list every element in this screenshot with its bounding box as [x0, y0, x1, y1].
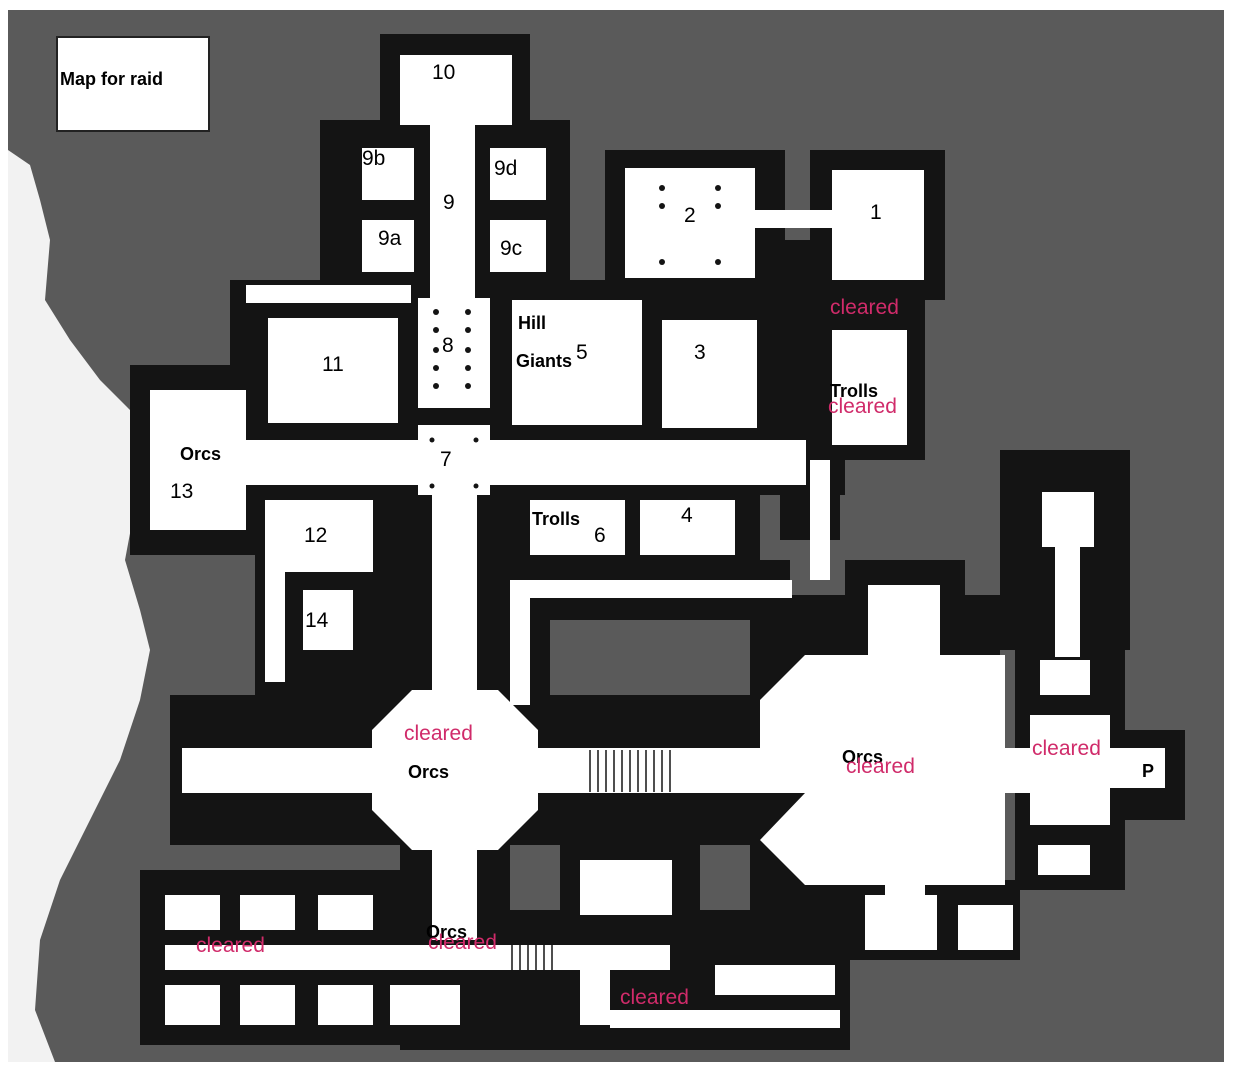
occupant-hill: Hill	[518, 313, 547, 333]
cave-area	[8, 150, 150, 1062]
room-3-label: 3	[694, 341, 706, 364]
room-4-label: 4	[681, 504, 693, 527]
room-11-label: 11	[322, 353, 344, 376]
note-cleared-bottom: cleared	[620, 986, 689, 1009]
room-5-label: 5	[576, 341, 588, 364]
note-cleared-trolls: cleared	[828, 395, 897, 418]
occupant-giants: Giants	[516, 351, 573, 371]
occupant-orcs-south: Orcs	[426, 922, 468, 942]
room-14-label: 14	[305, 609, 329, 632]
stairs	[511, 750, 671, 975]
room-9c-label: 9c	[500, 237, 523, 260]
pillars	[429, 185, 721, 489]
room-10-label: 10	[432, 61, 456, 84]
portal-label: P	[1142, 761, 1155, 781]
room-2-label: 2	[684, 204, 696, 227]
occupant-trolls-east: Trolls	[830, 381, 879, 401]
note-cleared-room-1: cleared	[830, 296, 899, 319]
room-13-label: 13	[170, 480, 194, 503]
note-cleared-barracks: cleared	[196, 934, 265, 957]
occupant-orcs-13: Orcs	[180, 444, 222, 464]
occupant-orcs-hub: Orcs	[408, 762, 450, 782]
note-cleared-south: cleared	[428, 931, 497, 954]
occupant-orcs-cross: Orcs	[842, 747, 884, 767]
room-8-label: 8	[442, 334, 454, 357]
room-9a-label: 9a	[378, 227, 402, 250]
room-1-label: 1	[870, 201, 882, 224]
note-cleared-east: cleared	[1032, 737, 1101, 760]
occupant-trolls-6: Trolls	[532, 509, 581, 529]
floors	[150, 55, 1165, 1028]
note-cleared-hub: cleared	[404, 722, 473, 745]
legend-box: Map for raid	[56, 36, 210, 132]
room-9-label: 9	[443, 191, 455, 214]
legend-title: Map for raid	[60, 69, 164, 89]
note-cleared-cross: cleared	[846, 755, 915, 778]
room-9d-label: 9d	[494, 157, 518, 180]
room-9b-label: 9b	[362, 147, 386, 170]
room-12-label: 12	[304, 524, 328, 547]
room-6-label: 6	[594, 524, 606, 547]
room-7-label: 7	[440, 448, 452, 471]
